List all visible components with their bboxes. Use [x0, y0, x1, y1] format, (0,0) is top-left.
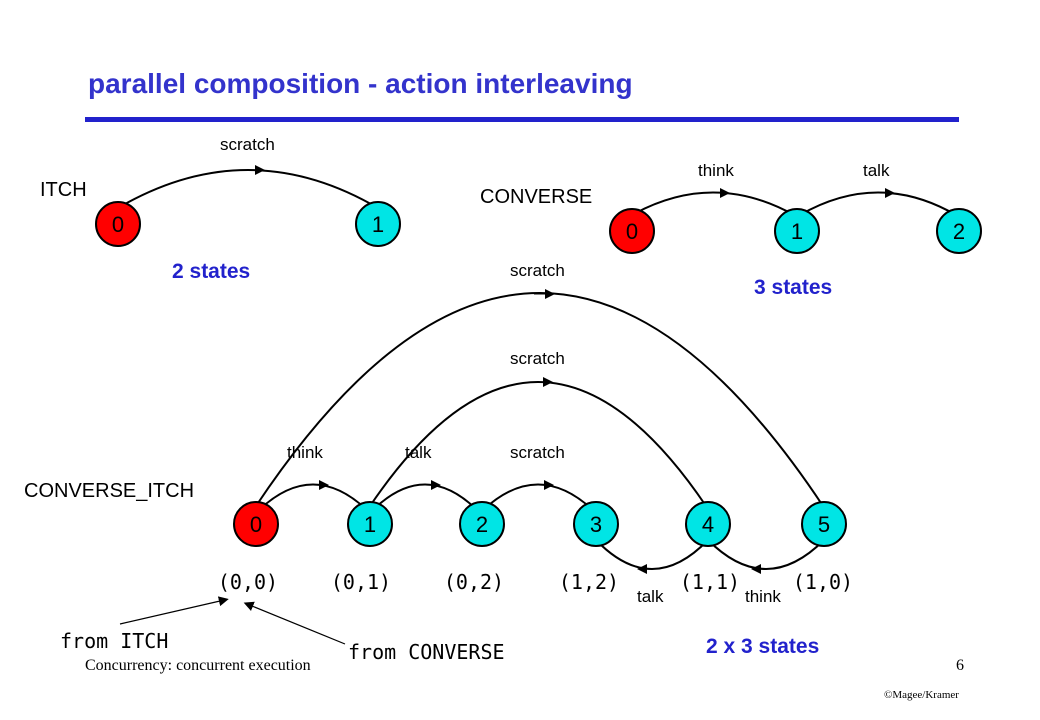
composite-action-talk-1-2: talk: [405, 443, 432, 462]
composite-state-4: [685, 501, 731, 547]
converse-state-1-label: 1: [791, 219, 803, 244]
composite-scratch-arc-0-5: [255, 292, 824, 507]
composite-state-4-label: 4: [702, 512, 714, 537]
composite-pair-1: (0,1): [331, 570, 391, 594]
composite-action-scratch-0-5: scratch: [510, 261, 565, 280]
itch-state-0: [95, 201, 141, 247]
composite-action-scratch-2-3: scratch: [510, 443, 565, 462]
composite-state-3: [573, 501, 619, 547]
converse-action-talk: talk: [863, 161, 890, 180]
itch-action-scratch: scratch: [220, 135, 275, 154]
composite-pair-4: (1,1): [680, 570, 740, 594]
converse-state-0: [609, 208, 655, 254]
converse-state-0-label: 0: [626, 219, 638, 244]
composite-state-1: [347, 501, 393, 547]
footer-page-number: 6: [956, 657, 964, 674]
composite-action-scratch-1-4: scratch: [510, 349, 565, 368]
converse-state-1: [774, 208, 820, 254]
converse-state-2-label: 2: [953, 219, 965, 244]
converse-think-arc: [631, 191, 795, 216]
composite-state-0: [233, 501, 279, 547]
annotation-from-converse: from CONVERSE: [348, 640, 505, 664]
converse-talk-arc: [799, 191, 957, 216]
converse-action-think: think: [698, 161, 734, 180]
composite-action-think-5-4: think: [745, 587, 781, 606]
annotation-from-itch: from ITCH: [60, 629, 168, 653]
composite-pair-3: (1,2): [559, 570, 619, 594]
itch-label: ITCH: [40, 179, 87, 201]
composite-talk-arc-4-3: [595, 539, 709, 570]
composite-pair-0: (0,0): [218, 570, 278, 594]
slide-title: parallel composition - action interleavi…: [88, 68, 633, 99]
title-underline: [85, 117, 959, 122]
converse-state-count: 3 states: [754, 276, 832, 299]
composite-pair-5: (1,0): [793, 570, 853, 594]
converse-state-2: [936, 208, 982, 254]
footer-copyright: ©Magee/Kramer: [884, 689, 959, 701]
composite-action-think-0-1: think: [287, 443, 323, 462]
composite-state-2-label: 2: [476, 512, 488, 537]
itch-state-1-label: 1: [372, 212, 384, 237]
itch-scratch-arc: [117, 169, 379, 209]
composite-state-1-label: 1: [364, 512, 376, 537]
composite-state-0-label: 0: [250, 512, 262, 537]
itch-state-0-label: 0: [112, 212, 124, 237]
itch-state-count: 2 states: [172, 260, 250, 283]
composite-pair-2: (0,2): [444, 570, 504, 594]
annotation-arrow-itch: [119, 596, 229, 625]
composite-action-talk-4-3: talk: [637, 587, 664, 606]
composite-state-2: [459, 501, 505, 547]
composite-state-count: 2 x 3 states: [706, 635, 819, 658]
annotation-arrow-converse: [243, 601, 346, 645]
footer-course-title: Concurrency: concurrent execution: [85, 657, 311, 674]
composite-state-3-label: 3: [590, 512, 602, 537]
composite-state-5: [801, 501, 847, 547]
itch-state-1: [355, 201, 401, 247]
converse-itch-label: CONVERSE_ITCH: [24, 480, 194, 502]
composite-state-5-label: 5: [818, 512, 830, 537]
converse-label: CONVERSE: [480, 186, 592, 208]
composite-think-arc-5-4: [707, 539, 825, 570]
